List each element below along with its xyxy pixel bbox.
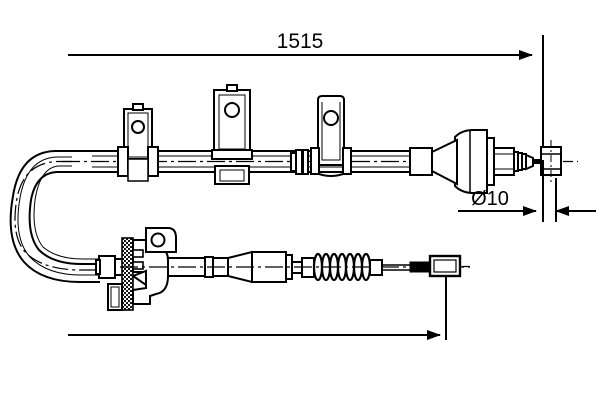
bracket-3-body [317,95,345,166]
bracket-3-clamp-left [310,147,320,175]
bracket-2-tab [226,84,238,92]
upper-cable-run [62,84,578,194]
ferrule-c [290,152,297,172]
hatched-panel-section [107,237,134,311]
panel-hatch [121,237,134,311]
bracket-2-foot-inner [219,169,245,182]
bracket-3-foot [318,173,344,177]
u-bend [9,150,100,283]
bracket-2 [211,84,253,185]
bracket-3-hole [323,110,339,126]
bracket-2-collar [211,149,253,160]
bracket-1-hole [131,120,145,134]
lower-bracket-notch-1 [132,249,144,258]
bracket-3-inner [321,102,341,161]
dimension-label-diameter: Ø10 [471,188,509,210]
bend-outer-edge [9,150,100,283]
dimension-label-overall: 1515 [277,30,324,53]
lower-bracket-head-hole [150,232,166,248]
bracket-3 [290,95,352,177]
lower-bracket-wedge [130,269,147,287]
bellows-end-cap [369,259,383,276]
ferrule-b [302,149,309,175]
bracket-1-inner [127,112,149,158]
lower-left-ferrules [95,255,124,279]
lower-cable-run [95,227,474,311]
bracket-3-clamp-right [342,147,352,175]
bracket-2-hole [224,102,240,118]
terminal-inner [433,259,457,273]
bend-centerline [14,160,100,271]
boot-taper [431,138,458,186]
end-cone [525,153,534,171]
panel-lip-inner [110,286,120,308]
upper-sleeve [409,147,433,176]
lower-ferrule-0 [95,259,101,275]
bracket-1-foot [127,158,149,182]
lower-bracket-notch-2 [132,261,144,270]
lower-tube [120,250,470,284]
boot-body [454,129,488,194]
wire-clip [409,261,431,273]
dimension-overall-length: 1515 [68,30,544,160]
lower-mount-bracket [130,227,177,305]
upper-end-fitting [540,140,578,182]
bracket-1-clamp-right [147,146,159,177]
dimension-diameter: Ø10 [458,160,596,222]
bend-inner-line-1 [17,156,100,276]
boot-collar [493,147,515,176]
bend-inner-line-2 [33,165,100,260]
boot-flange [486,137,495,186]
lower-ferrule-1 [98,255,116,279]
bracket-1-clamp-left [117,146,129,177]
dimension-lower-length [68,276,447,340]
bracket-1 [117,103,159,182]
bracket-1-tab [132,103,144,111]
coil-bellows [312,252,383,282]
conical-boot [431,129,515,194]
